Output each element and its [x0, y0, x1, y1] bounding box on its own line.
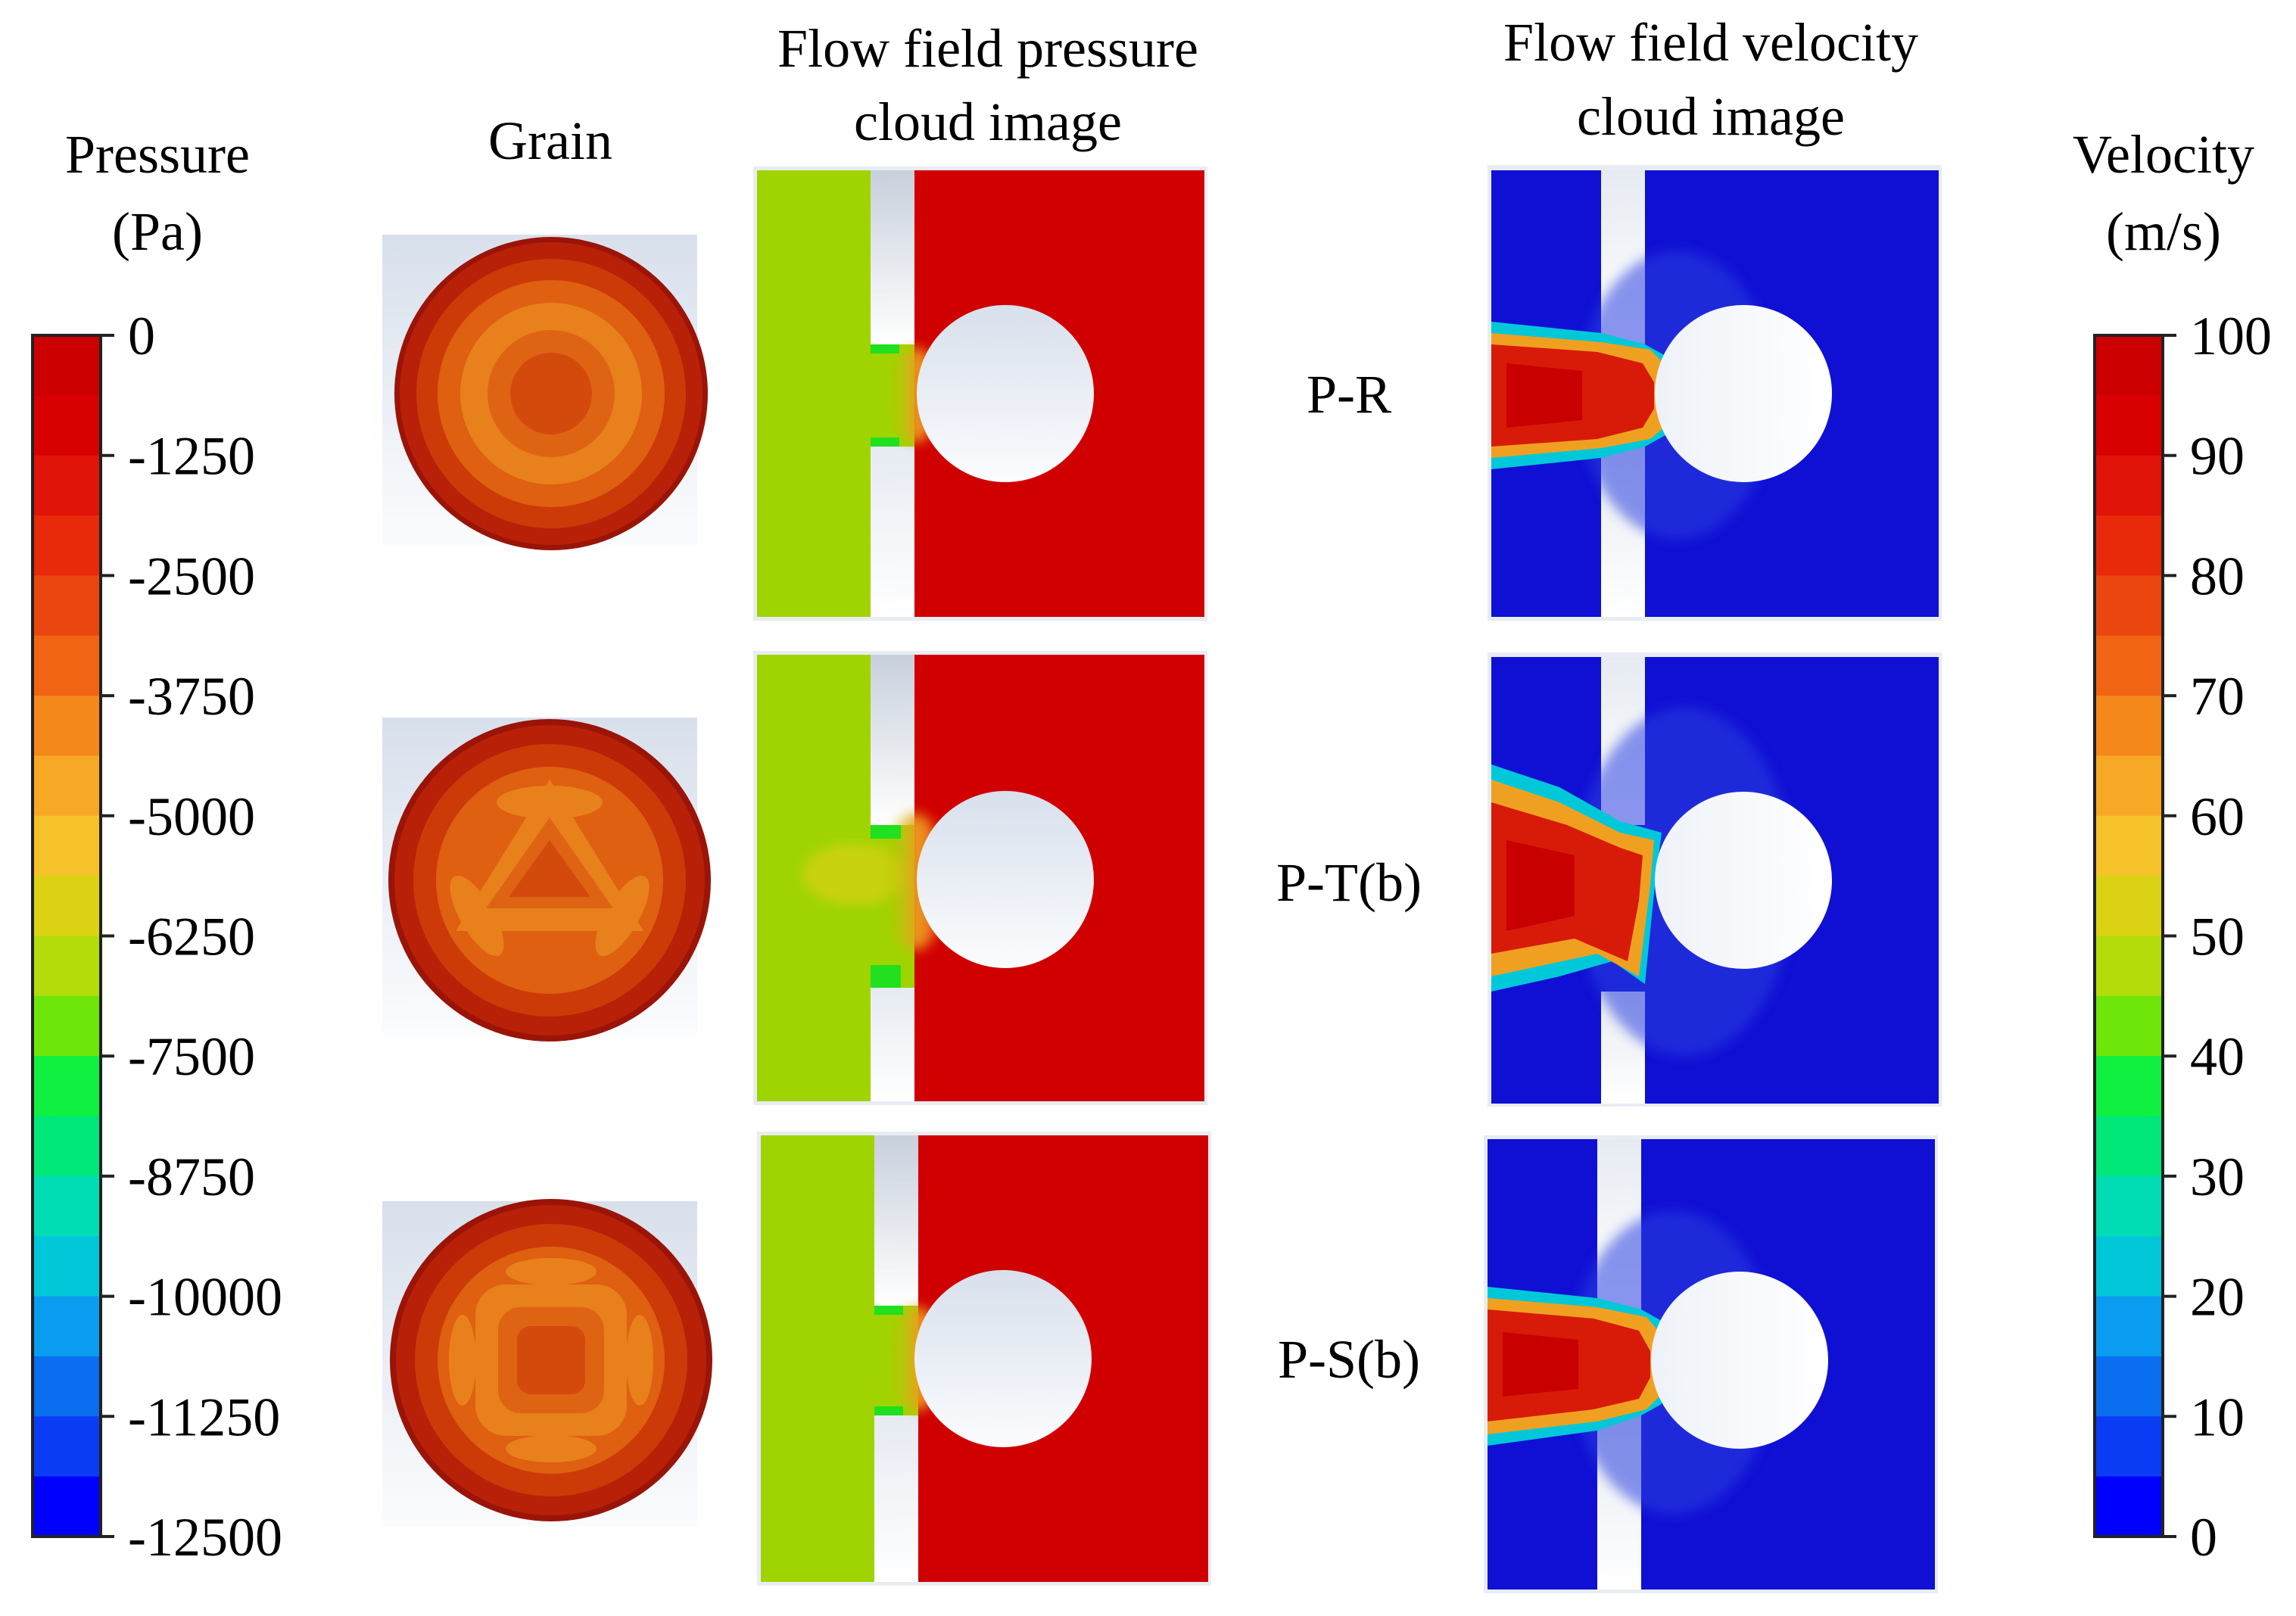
colorbar-tick-label: 100	[2190, 306, 2272, 366]
colorbar-tick-label: 80	[2190, 546, 2245, 606]
colorbar-swatch	[2095, 1056, 2163, 1117]
velocity-field-p-r	[1488, 165, 1942, 621]
velocity-column-header-line1: Flow field velocity	[1503, 12, 1918, 73]
row-p-t-b: P-T(b)	[382, 651, 1942, 1107]
colorbar-tick-label: 20	[2190, 1267, 2245, 1328]
colorbar-tick-label: -6250	[128, 907, 255, 967]
colorbar-swatch	[33, 696, 101, 757]
colorbar-tick-label: -11250	[128, 1387, 280, 1447]
colorbar-swatch	[2095, 635, 2163, 696]
colorbar-swatch	[2095, 1236, 2163, 1297]
colorbar-tick-label: -12500	[128, 1507, 282, 1568]
colorbar-tick-label: -2500	[128, 546, 255, 606]
colorbar-tick-label: -8750	[128, 1147, 255, 1207]
colorbar-swatch	[33, 1175, 101, 1238]
pressure-legend-title: Pressure	[65, 124, 250, 185]
colorbar-tick-label: 0	[128, 306, 155, 366]
colorbar-tick-label: 50	[2190, 907, 2245, 967]
colorbar-swatch	[33, 1476, 101, 1537]
colorbar-tick-label: -10000	[128, 1267, 282, 1328]
colorbar-swatch	[2095, 995, 2163, 1057]
row-p-r: P-R	[382, 165, 1942, 621]
colorbar-swatch	[33, 815, 101, 877]
grain-column-header: Grain	[488, 111, 612, 171]
colorbar-swatch	[33, 335, 101, 397]
colorbar-tick-label: -1250	[128, 426, 255, 487]
colorbar-swatch	[2095, 696, 2163, 757]
colorbar-tick-label: 60	[2190, 786, 2245, 847]
colorbar-swatch	[2095, 335, 2163, 397]
colorbar-swatch	[33, 1296, 101, 1357]
row-p-s-b: P-S(b)	[382, 1132, 1938, 1593]
colorbar-swatch	[33, 1116, 101, 1177]
pressure-legend-unit: (Pa)	[112, 201, 203, 262]
colorbar-swatch	[2095, 1416, 2163, 1477]
pressure-field-p-r	[753, 167, 1207, 621]
colorbar-tick-label: 70	[2190, 666, 2245, 727]
pressure-column-header-line1: Flow field pressure	[777, 18, 1198, 79]
colorbar-swatch	[2095, 1356, 2163, 1418]
colorbar-swatch	[33, 1356, 101, 1418]
colorbar-swatch	[33, 635, 101, 696]
colorbar-tick-label: 0	[2190, 1507, 2217, 1568]
case-label-p-r: P-R	[1307, 364, 1391, 425]
colorbar-swatch	[33, 515, 101, 577]
colorbar-tick-label: 90	[2190, 426, 2245, 487]
colorbar-swatch	[33, 876, 101, 937]
pressure-field-p-t-b	[753, 651, 1207, 1105]
colorbar-tick-label: -5000	[128, 786, 255, 847]
colorbar-swatch	[2095, 1296, 2163, 1357]
colorbar-swatch	[2095, 876, 2163, 937]
colorbar-swatch	[2095, 455, 2163, 516]
pressure-colorbar	[31, 334, 102, 1538]
velocity-field-p-s-b	[1484, 1135, 1938, 1593]
colorbar-tick-label: -3750	[128, 666, 255, 727]
colorbar-swatch	[2095, 515, 2163, 577]
colorbar-tick-label: 30	[2190, 1147, 2245, 1207]
colorbar-swatch	[33, 1056, 101, 1117]
colorbar-tick-label: -7500	[128, 1026, 255, 1087]
colorbar-swatch	[2095, 1476, 2163, 1537]
colorbar-swatch	[2095, 1175, 2163, 1238]
grain-image-p-s-b	[382, 1199, 712, 1527]
colorbar-swatch	[33, 755, 101, 817]
pressure-column-header-line2: cloud image	[854, 92, 1122, 152]
colorbar-swatch	[33, 455, 101, 516]
velocity-column-header-line2: cloud image	[1577, 86, 1845, 147]
colorbar-swatch	[2095, 815, 2163, 877]
velocity-legend-unit: (m/s)	[2106, 201, 2221, 262]
case-label-p-t-b: P-T(b)	[1276, 852, 1422, 913]
colorbar-tick-label: 10	[2190, 1387, 2245, 1447]
colorbar-swatch	[2095, 395, 2163, 456]
colorbar-swatch	[33, 575, 101, 637]
velocity-colorbar	[2093, 334, 2164, 1538]
case-label-p-s-b: P-S(b)	[1278, 1329, 1420, 1390]
colorbar-swatch	[33, 395, 101, 456]
pressure-field-p-s-b	[757, 1132, 1211, 1586]
grain-image-p-r	[382, 235, 708, 550]
grain-image-p-t-b	[382, 718, 711, 1042]
pressure-tick-labels: 0 -1250 -2500 -3750 -5000 -6250 -7500 -8750 -100…	[101, 306, 282, 1568]
colorbar-swatch	[2095, 755, 2163, 817]
colorbar-swatch	[33, 995, 101, 1057]
colorbar-swatch	[33, 1236, 101, 1297]
colorbar-swatch	[2095, 1116, 2163, 1177]
colorbar-tick-label: 40	[2190, 1026, 2245, 1087]
velocity-field-p-t-b	[1488, 652, 1942, 1107]
velocity-legend-title: Velocity	[2073, 124, 2254, 185]
colorbar-swatch	[2095, 575, 2163, 637]
colorbar-swatch	[33, 1416, 101, 1477]
colorbar-swatch	[2095, 936, 2163, 997]
colorbar-swatch	[33, 936, 101, 997]
